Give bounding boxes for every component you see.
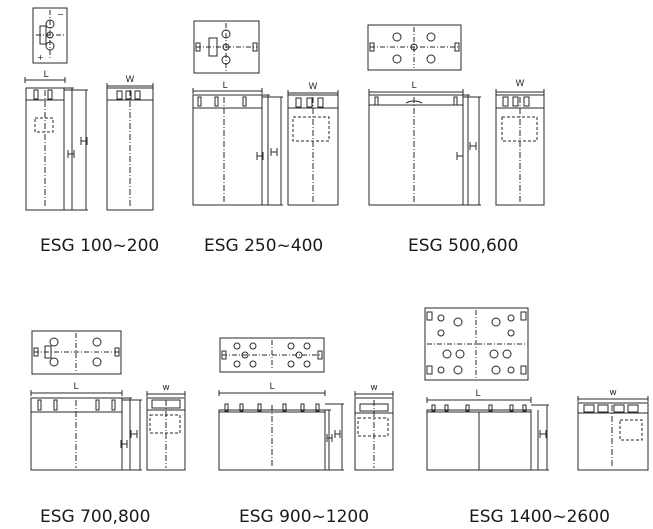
width-label: w [609, 388, 616, 398]
width-label: w [162, 383, 169, 393]
front-view [192, 88, 283, 206]
side-view [354, 391, 394, 471]
model-caption-esg-250-400: ESG 250~400 [204, 236, 324, 256]
model-esg-700-800-drawing: L w [30, 330, 186, 471]
top-view [193, 20, 260, 74]
length-label: L [475, 389, 480, 399]
length-label: L [222, 81, 227, 91]
width-label: W [516, 79, 525, 89]
length-label: L [411, 81, 416, 91]
model-caption-esg-1400-2600: ESG 1400~2600 [469, 507, 610, 527]
side-view [495, 89, 545, 206]
top-view [424, 307, 529, 381]
svg-text:−: − [57, 10, 64, 19]
model-caption-esg-900-1200: ESG 900~1200 [239, 507, 370, 527]
length-label: L [73, 382, 78, 392]
front-view [30, 390, 142, 471]
side-view [287, 90, 339, 206]
top-view [219, 337, 325, 373]
side-view [577, 396, 649, 471]
top-view [31, 330, 122, 375]
front-view [218, 390, 344, 471]
model-esg-250-400-drawing: L W [192, 20, 339, 206]
model-esg-1400-2600-drawing: L w [424, 307, 649, 471]
front-view [368, 89, 481, 206]
model-esg-100-200-drawing: − + L W [24, 7, 154, 211]
side-view [146, 391, 186, 471]
width-label: W [309, 82, 318, 92]
length-label: L [43, 70, 48, 80]
width-label: W [126, 75, 135, 85]
width-label: w [370, 383, 377, 393]
top-view: − + [32, 7, 68, 64]
model-caption-esg-500-600: ESG 500,600 [408, 236, 519, 256]
front-view [24, 77, 88, 211]
model-esg-900-1200-drawing: L w [218, 337, 394, 471]
front-view [426, 397, 549, 471]
model-esg-500-600-drawing: L W [367, 24, 545, 206]
length-label: L [269, 382, 274, 392]
model-caption-esg-100-200: ESG 100~200 [40, 236, 160, 256]
svg-text:+: + [37, 53, 44, 62]
model-caption-esg-700-800: ESG 700,800 [40, 507, 151, 527]
top-view [367, 24, 462, 71]
side-view [106, 83, 154, 211]
